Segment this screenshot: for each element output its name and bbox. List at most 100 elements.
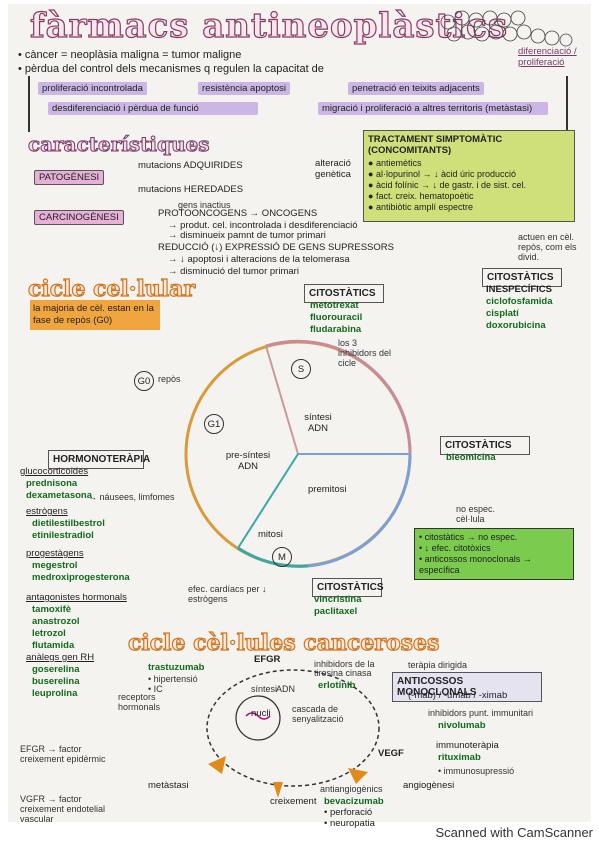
vgfr-note: VGFR → factor creixement endotelial vasc… <box>20 794 106 824</box>
analegs-list: goserelina buserelina leuprolina <box>32 664 80 700</box>
mab-suffix: (-mab) / -umab / -ximab <box>408 690 508 701</box>
creixement-label: creixement <box>270 796 317 807</box>
mutacions-adquirides: mutacions ADQUIRIDES <box>138 160 243 171</box>
citostatics-inespecifics-list: ciclofosfamida cisplatí doxorubicina <box>486 296 553 332</box>
antag-list: tamoxifè anastrozol letrozol flutamida <box>32 604 80 652</box>
cancer-cell-diagram <box>206 669 380 798</box>
drug-medroxiprogesterona: medroxiprogesterona <box>32 572 130 583</box>
erbb-label: EFGR <box>254 654 281 665</box>
notes-page: fàrmacs antineoplàstics • càncer = neopl… <box>8 4 591 829</box>
citostatics-m-box: CITOSTÀTICS <box>312 578 384 597</box>
caracteristiques-title: característiques <box>28 132 211 157</box>
antiangio-label: antiangiogènics <box>320 784 383 794</box>
immunosupressio-note: • immunosupressió <box>438 766 515 776</box>
gluco-label: glucocorticoides <box>20 466 89 477</box>
pre-sintesi-label: pre-síntesi ADN <box>225 450 271 472</box>
drug-etinilestradiol: etinilestradiol <box>32 530 94 541</box>
carcinogenesi-label: CARCINOGÈNESI <box>34 210 124 225</box>
green-box-line-1: • citostàtics → no espec. <box>419 532 518 542</box>
green-box-line-3: • anticossos monoclonals → específica <box>419 554 532 575</box>
citostatics-g2-title: CITOSTÀTICS <box>445 440 512 451</box>
drug-nivolumab: nivolumab <box>438 720 486 731</box>
citostatics-s-box: CITOSTÀTICS <box>304 284 384 303</box>
feature-3: penetració en teixits adjacents <box>348 82 484 95</box>
drug-doxorubicina: doxorubicina <box>486 320 546 331</box>
premitosi-label: premitosi <box>308 484 347 495</box>
drug-erlotinib: erlotinib <box>318 680 356 691</box>
patogenesi-label: PATOGÈNESI <box>34 170 105 185</box>
adn-label: ADN <box>276 684 296 694</box>
intro-line-1: • càncer = neoplàsia maligna = tumor mal… <box>18 49 242 61</box>
drug-bleomicina: bleomicina <box>446 452 496 463</box>
citostatics-vs-anticossos-box: • citostàtics → no espec. • ↓ efec. cito… <box>414 528 574 580</box>
gens-inactius-note: gens inactius <box>178 200 231 210</box>
citostatics-inespecifics-title: CITOSTÀTICS <box>487 272 554 283</box>
citostatics-m-title: CITOSTÀTICS <box>317 582 384 593</box>
antag-label: antagonistes hormonals <box>26 592 127 603</box>
proliferacio-note: → produt. cel. incontrolada i desdiferen… <box>168 220 358 231</box>
actuen-note: actuen en cèl. repòs, com els divid. <box>518 232 577 262</box>
tractament-item-5-text: antibiòtic amplí espectre <box>375 202 473 212</box>
receptors-label: receptors hormonals <box>118 692 161 712</box>
tractament-box: TRACTAMENT SIMPTOMÀTIC (CONCOMITANTS) ● … <box>363 130 575 222</box>
drug-trastuzumab: trastuzumab <box>148 662 205 673</box>
progest-label: progestàgens <box>26 548 84 559</box>
tractament-item-2-text: al·lopurinol → ↓ àcid úric producció <box>375 169 516 179</box>
gluco-list: prednisona dexametasona <box>26 478 92 502</box>
progest-list: megestrol medroxiprogesterona <box>32 560 130 584</box>
intro-line-2-text: • pèrdua del control dels mecanismes q r… <box>18 63 324 75</box>
tractament-item-4: ● fact. creix. hematopoètic <box>368 191 474 201</box>
intro-line-2: • pèrdua del control dels mecanismes q r… <box>18 62 324 76</box>
phase-g1-marker: G1 <box>204 414 224 434</box>
senyal-label: cascada de senyalització <box>292 704 344 724</box>
mutacions-heredades: mutacions HEREDADES <box>138 184 244 195</box>
hormonoterapia-box: HORMONOTERÀPIA <box>48 450 150 469</box>
tractament-item-3: ● àcid folínic → ↓ de gastr. i de sist. … <box>368 180 527 190</box>
angio-neuropatia: • neuropatia <box>324 818 375 829</box>
citostatics-inespecifics-box: CITOSTÀTICS <box>482 268 562 287</box>
apoptosi-note: → ↓ apoptosi i alteracions de la telomer… <box>168 254 350 265</box>
feature-4: desdiferenciació i pèrdua de funció <box>48 102 258 115</box>
drug-fluorouracil: fluorouracil <box>310 312 363 323</box>
drug-megestrol: megestrol <box>32 560 78 571</box>
mitosi-label: mitosi <box>258 529 283 540</box>
cells-doodle-icon <box>440 10 573 47</box>
intro-block: • càncer = neoplàsia maligna = tumor mal… <box>18 48 324 76</box>
terapia-dirigida: teràpia dirigida <box>408 660 468 670</box>
scanner-watermark: Scanned with CamScanner <box>435 825 593 840</box>
angio-perforacio: • perforació <box>324 807 373 818</box>
inhib-punts-label: inhibidors punt. immunitari <box>428 708 534 718</box>
nucli-label: nucli <box>251 708 271 719</box>
metastasi-label: metàstasi <box>148 780 189 791</box>
feature-5: migració i proliferació a altres territo… <box>318 102 548 115</box>
drug-tamoxife: tamoxifè <box>32 604 72 615</box>
antag-note: efec. cardíacs per ↓ estrògens <box>188 584 267 604</box>
reduccio-gens: REDUCCIÓ (↓) EXPRESSIÓ DE GENS SUPRESSOR… <box>158 242 394 253</box>
green-box-line-2: • ↓ efec. citotòxics <box>419 543 491 553</box>
citostatics-inespecifics-sub: INESPECÍFICS <box>486 284 552 295</box>
drug-letrozol: letrozol <box>32 628 66 639</box>
estrogens-label: estrògens <box>26 506 68 517</box>
antiangio-list: bevacizumab • perforació • neuropatia <box>324 796 384 829</box>
phase-m-marker: M <box>272 547 292 567</box>
analegs-label: anàlegs gen RH <box>26 652 95 663</box>
repos-box: la majoria de cèl. estan en la fase de r… <box>30 300 160 330</box>
anticossos-box: ANTICOSSOS MONOCLONALS <box>392 672 542 702</box>
citostatics-s-list: metotrexat fluorouracil fludarabina <box>310 300 362 336</box>
citostatics-g2-box: CITOSTÀTICS <box>440 436 530 455</box>
intro-tail: diferenciació / proliferació <box>518 46 577 68</box>
tractament-item-5: ● antibiòtic amplí espectre <box>368 202 473 212</box>
canceroses-title: cicle cèl·lules canceroses <box>127 629 440 656</box>
drug-goserelina: goserelina <box>32 664 80 675</box>
tractament-title: TRACTAMENT SIMPTOMÀTIC (CONCOMITANTS) <box>368 134 503 156</box>
efgr-note: EFGR → factor creixement epidèrmic <box>20 744 106 764</box>
feature-1: proliferació incontrolada <box>38 82 147 95</box>
phase-g0-marker: G0 <box>134 371 154 391</box>
drug-buserelina: buserelina <box>32 676 80 687</box>
drug-dexametasona: dexametasona <box>26 490 93 501</box>
disminucio2-note: → disminució del tumor primari <box>168 266 299 277</box>
drug-rituximab: rituximab <box>438 752 481 763</box>
gluco-note: → náusees, limfomes <box>88 492 175 502</box>
drug-paclitaxel: paclitaxel <box>314 606 358 617</box>
tractament-item-4-text: fact. creix. hematopoètic <box>375 191 474 201</box>
